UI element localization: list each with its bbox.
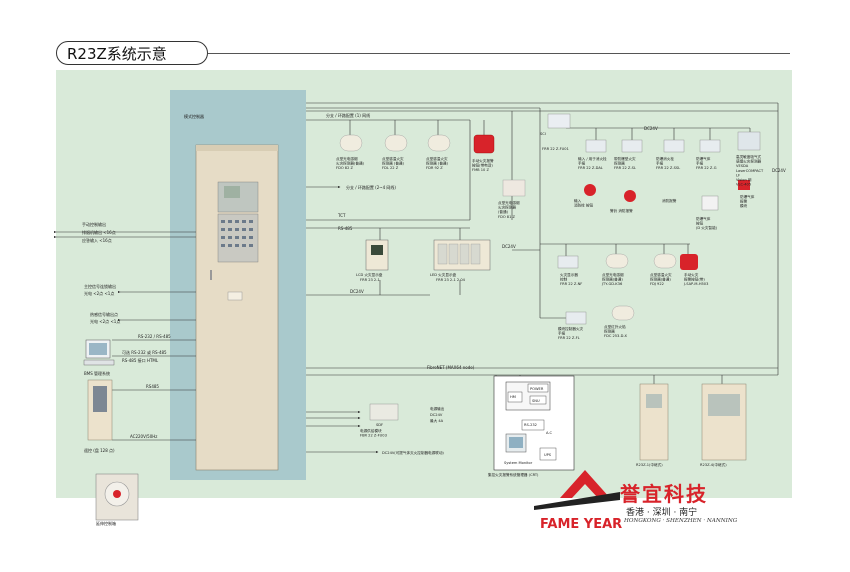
detector-row-top [339, 113, 571, 197]
fire-contact-label: 主控信号连锁输出 [84, 283, 116, 289]
dc24v-b-label: DC24V [502, 244, 516, 249]
dc24v-a-label: DC24V [350, 289, 364, 294]
hm-label: HM [510, 395, 516, 399]
manual-out-label: 手动控制输出 [82, 221, 106, 227]
device-14-label: 防爆气体按钮(D 火灾智能) [696, 216, 718, 230]
hmi2-label: RS-485 接口 HTML [122, 357, 159, 363]
device-1-label: 点型光电感烟火灾探测器(普通)FDO 82 Z [336, 156, 365, 170]
crt-system [493, 375, 575, 471]
lcd-a-code: FRR 23 2-1 [360, 278, 380, 282]
module-row-top [584, 131, 761, 211]
brand-name-en: FAME YEAR [540, 517, 623, 532]
fame-year-logo-icon [534, 470, 620, 510]
ext-panel-label: 延伸控制箱 [96, 520, 116, 526]
dc24v-out-label: DC24V [430, 413, 443, 417]
diagram-title: R23Z系统示意 [56, 41, 208, 65]
dc24v-c-label: DC24V [644, 126, 658, 131]
rs485-a-label: RS-485 [338, 226, 353, 231]
device-15-label: 防爆气体报警模块 [740, 194, 755, 208]
device-13-label: 消防报警 [662, 198, 677, 203]
main-controller-cabinet [195, 144, 279, 471]
bms-label: BMS 管理系统 [84, 370, 110, 376]
led-a-code: FRR 23 2-1 2 04 [436, 278, 466, 282]
sci-code: FRR 22 Z-FU01 [542, 147, 569, 151]
r23z-1-label: R23Z-1(中继式) [636, 462, 663, 467]
snu-label: SNU [532, 399, 540, 403]
extension-box [95, 473, 139, 521]
sci-label: SCI [540, 132, 546, 136]
hmi-label: 可选 RS-232 或 RS-485 [122, 349, 167, 355]
brand-name-cn: 誉宜科技 [620, 482, 708, 506]
remote-label: 遥控 (盘 128 点) [84, 447, 115, 453]
diagram-title-text: R23Z系统示意 [67, 44, 167, 63]
brand-cities-en: HONGKONG · SHENZHEN · NANNING [624, 518, 738, 524]
detector-row-middle [557, 253, 698, 325]
dc24v-long-label: DC24V(可提气体灭火控制器电源联动) [382, 450, 444, 455]
system-monitor-label: System Monitor [504, 461, 533, 465]
device-5-label: 点型光电感烟火灾探测器(普通)FDO 81 Z [498, 200, 520, 219]
rs485-b-label: RS485 [146, 384, 159, 389]
device-3-label: 点型感温火灾探测器 (普通)FDR 92 Z [426, 156, 449, 170]
power-out-label: 电源输出 [430, 406, 445, 411]
device-4-label: 手动火灾报警按钮(带电话)FMB 10 Z [472, 158, 494, 172]
remote-panel-cabinet [87, 379, 113, 441]
tct-label: TCT [337, 213, 346, 218]
r23z-2-label: R23Z-4(中继式) [700, 462, 727, 467]
device-12-label: 警铃 消防报警 [610, 208, 633, 213]
fire-in-label: 应答输入 <16点 [82, 237, 112, 243]
alarm-relay-label: 热感信号输出点 [90, 311, 118, 317]
loop-bus-1-label: 分支 / 环路配置 (1) 网线 [326, 112, 370, 118]
title-divider [208, 53, 790, 54]
fan-out-label: 排烟机输出 <16点 [82, 229, 116, 235]
rs232-label: RS-232 / RS-485 [138, 334, 171, 339]
r23z-cabinet-1 [639, 383, 669, 461]
device-2-label: 点型感温火灾探测器 (普通)FDL 22 Z [382, 156, 405, 170]
contact-b-label: 光电 <2点 <1点 [90, 318, 120, 324]
fibrenet-label: FibreNET (MAX64 node) [427, 365, 475, 370]
power-label: POWER [530, 387, 544, 391]
brand-cities-cn: 香港 · 深圳 · 南宁 [626, 508, 698, 518]
bms-computer [83, 339, 115, 366]
lcd-display-panel [365, 239, 389, 271]
lcd-a-label: LCD 火灾显示盘 [356, 272, 383, 277]
device-11-label: 输入消防栓 按钮 [574, 198, 594, 208]
led-a-label: LED 火灾显示盘 [430, 272, 457, 277]
loop-bus-2-label: 分支 / 环路配置 (2~4 网线) [346, 184, 396, 190]
rs232-b-label: RS-232 [524, 423, 537, 427]
crt-label: 集控火灾报警系统管理器 (CRT) [488, 472, 539, 477]
device-19-label: 手动火灾报警按钮(带)J-SAP-M-H503 [683, 272, 708, 286]
ups-label: UPS [544, 453, 552, 457]
contact-a-label: 光电 <2点 <1点 [84, 290, 114, 296]
dc24v-right-label: DC24V [772, 168, 786, 173]
sdf-label: SDF [376, 423, 383, 427]
led-display-panel [433, 239, 491, 271]
out4a-label: 最大 4A [430, 418, 444, 423]
sdf-module [369, 403, 399, 421]
ac220-label: AC220V/50Hz [130, 434, 157, 439]
device-17-label: 点型光电感烟探测器(普通)JTY-GD-K36 [601, 272, 624, 286]
device-18-label: 点型感温火灾探测器(普通)FDJ 922 [650, 272, 672, 286]
r23z-cabinet-2 [701, 383, 747, 461]
controller-label: 模式控制器 [184, 113, 204, 119]
ac-label: A.C [546, 431, 553, 435]
